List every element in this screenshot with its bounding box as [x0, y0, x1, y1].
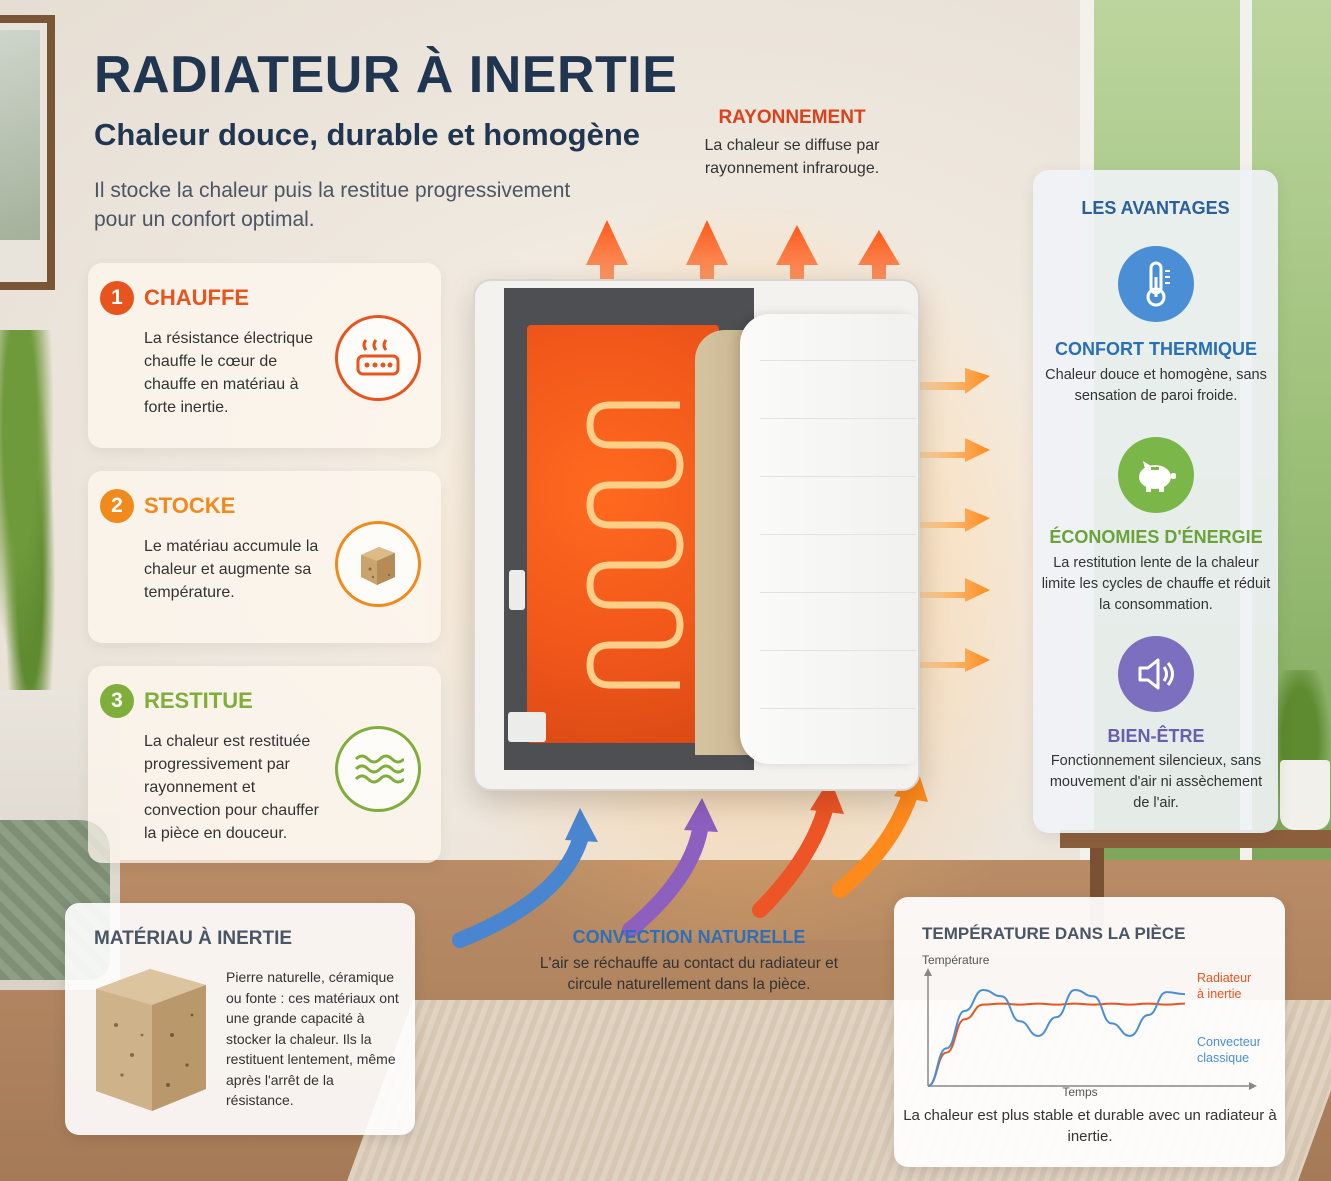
advantages-title: LES AVANTAGES — [1081, 198, 1230, 218]
temperature-card — [894, 897, 1285, 1167]
radiator-front-panel — [740, 314, 918, 764]
panel-groove — [760, 592, 916, 593]
material-text: Pierre naturelle, céramique ou fonte : c… — [226, 969, 399, 1108]
panel-groove — [760, 418, 916, 419]
chart-series — [927, 988, 1186, 1087]
step-title: STOCKE — [144, 493, 236, 518]
heating-element — [586, 401, 684, 689]
material-title: MATÉRIAU À INERTIE — [94, 928, 293, 949]
step-text: La chaleur est restituée progressivement… — [144, 733, 319, 842]
step-card-restitue: 3 RESTITUE La chaleur est restituée prog… — [88, 666, 441, 863]
heating-core — [527, 325, 719, 743]
panel-groove — [760, 360, 916, 361]
chart-xlabel: Temps — [1062, 1085, 1097, 1099]
radiation-title: RAYONNEMENT — [718, 107, 866, 128]
step-card-stocke: 2 STOCKE Le matériau accumule la chaleur… — [88, 471, 441, 643]
speaker-quiet-icon — [1118, 636, 1194, 712]
chart-ylabel: Température — [922, 953, 990, 967]
plant-pot — [1280, 760, 1330, 830]
panel-groove — [760, 650, 916, 651]
stone-block-icon — [335, 521, 421, 607]
heater-element-icon — [335, 315, 421, 401]
page-title: RADIATEUR À INERTIE — [94, 46, 678, 104]
heat-waves-icon — [335, 726, 421, 812]
convection-text: L'air se réchauffe au contact du radiate… — [539, 955, 839, 993]
advantage-title: ÉCONOMIES D'ÉNERGIE — [1049, 527, 1263, 547]
step-number: 3 — [100, 684, 134, 718]
step-card-chauffe: 1 CHAUFFE La résistance électrique chauf… — [88, 263, 441, 448]
radiation-text: La chaleur se diffuse par rayonnement in… — [704, 137, 880, 177]
panel-groove — [760, 476, 916, 477]
y-axis-arrow-icon — [924, 968, 932, 976]
panel-groove — [760, 708, 916, 709]
step-text: La résistance électrique chauffe le cœur… — [144, 330, 313, 416]
radiation-arrow-right — [920, 368, 990, 672]
temperature-note: La chaleur est plus stable et durable av… — [903, 1107, 1277, 1145]
stone-cube-icon — [96, 969, 206, 1111]
plant-left — [0, 330, 60, 710]
series-line-1 — [927, 988, 1186, 1087]
series-line-0 — [927, 1002, 1186, 1087]
radiator-bracket — [508, 712, 546, 742]
page-subtitle: Chaleur douce, durable et homogène — [94, 117, 641, 152]
advantage-text: Chaleur douce et homogène, sans sensatio… — [1045, 367, 1267, 404]
step-number: 2 — [100, 489, 134, 523]
advantage-text: Fonctionnement silencieux, sans mouvemen… — [1049, 753, 1263, 811]
advantage-title: CONFORT THERMIQUE — [1055, 339, 1257, 359]
radiator-switch — [509, 570, 525, 610]
step-number: 1 — [100, 281, 134, 315]
advantage-title: BIEN-ÊTRE — [1107, 726, 1205, 746]
step-title: CHAUFFE — [144, 285, 250, 310]
temperature-title: TEMPÉRATURE DANS LA PIÈCE — [922, 924, 1186, 943]
frame-picture — [0, 30, 40, 240]
step-title: RESTITUE — [144, 688, 253, 713]
step-text: Le matériau accumule la chaleur et augme… — [144, 538, 319, 601]
side-table — [1060, 830, 1331, 848]
advantage-text: La restitution lente de la chaleur limit… — [1041, 555, 1271, 613]
x-axis-arrow-icon — [1249, 1082, 1257, 1090]
convection-arrows — [452, 764, 928, 948]
piggy-bank-icon — [1118, 437, 1194, 513]
panel-groove — [760, 534, 916, 535]
thermometer-icon — [1118, 246, 1194, 322]
convection-title: CONVECTION NATURELLE — [572, 927, 806, 947]
